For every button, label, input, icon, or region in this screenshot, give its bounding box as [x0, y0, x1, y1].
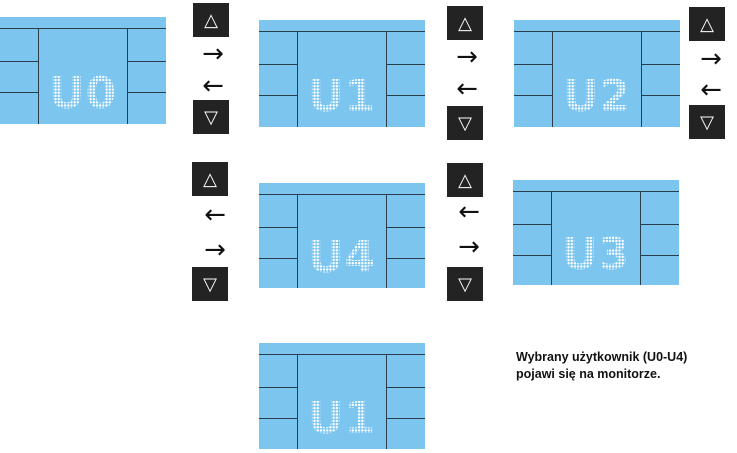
screen-divider — [259, 31, 425, 32]
down-triangle-icon[interactable]: ▽ — [689, 105, 725, 139]
screen-divider — [513, 224, 551, 225]
up-glyph: △ — [458, 12, 472, 34]
user-label: U1 — [297, 397, 387, 441]
screen-divider — [514, 31, 680, 32]
screen-divider — [259, 258, 297, 259]
screen-divider — [128, 92, 166, 93]
screen-u0: U0 — [0, 17, 166, 124]
screen-divider — [386, 355, 387, 449]
screen-divider — [297, 195, 298, 288]
screen-divider — [259, 194, 425, 195]
screen-u1-bottom: U1 — [259, 343, 425, 449]
down-triangle-icon[interactable]: ▽ — [193, 100, 229, 134]
down-triangle-icon[interactable]: ▽ — [447, 267, 483, 301]
down-glyph: ▽ — [203, 273, 217, 295]
screen-u2: U2 — [514, 20, 680, 127]
screen-divider — [513, 191, 679, 192]
screen-divider — [387, 387, 425, 388]
up-glyph: △ — [458, 169, 472, 191]
screen-divider — [38, 29, 39, 124]
screen-divider — [641, 255, 679, 256]
screen-divider — [387, 418, 425, 419]
screen-divider — [513, 255, 551, 256]
screen-divider — [0, 28, 166, 29]
screen-divider — [641, 224, 679, 225]
screen-divider — [0, 61, 38, 62]
screen-divider — [386, 195, 387, 288]
screen-u4: U4 — [259, 183, 425, 288]
screen-u3: U3 — [513, 180, 679, 285]
left-arrow-icon: ← — [202, 71, 224, 101]
caption: Wybrany użytkownik (U0-U4) pojawi się na… — [516, 349, 687, 383]
screen-divider — [259, 387, 297, 388]
down-glyph: ▽ — [204, 106, 218, 128]
screen-divider — [297, 355, 298, 449]
down-triangle-icon[interactable]: ▽ — [447, 106, 483, 140]
up-triangle-icon[interactable]: △ — [192, 162, 228, 196]
up-glyph: △ — [204, 9, 218, 31]
screen-divider — [259, 227, 297, 228]
screen-divider — [259, 95, 297, 96]
right-arrow-icon: → — [700, 44, 722, 74]
up-triangle-icon[interactable]: △ — [689, 7, 725, 41]
screen-divider — [641, 32, 642, 127]
user-label: U0 — [38, 72, 128, 116]
user-label: U4 — [297, 236, 387, 280]
caption-line-1: Wybrany użytkownik (U0-U4) — [516, 350, 688, 364]
left-arrow-icon: ← — [700, 75, 722, 105]
caption-line-2: pojawi się na monitorze. — [516, 367, 661, 381]
screen-divider — [0, 92, 38, 93]
right-arrow-icon: → — [458, 232, 480, 262]
screen-u1: U1 — [259, 20, 425, 127]
screen-divider — [551, 192, 552, 285]
screen-divider — [259, 354, 425, 355]
user-label: U2 — [552, 75, 642, 119]
up-triangle-icon[interactable]: △ — [193, 3, 229, 37]
left-arrow-icon: ← — [204, 200, 226, 230]
screen-divider — [387, 64, 425, 65]
screen-divider — [552, 32, 553, 127]
screen-divider — [387, 95, 425, 96]
screen-divider — [514, 64, 552, 65]
user-label: U1 — [297, 75, 387, 119]
screen-divider — [259, 418, 297, 419]
left-arrow-icon: ← — [458, 197, 480, 227]
down-glyph: ▽ — [458, 273, 472, 295]
down-glyph: ▽ — [458, 112, 472, 134]
screen-divider — [259, 64, 297, 65]
up-glyph: △ — [203, 168, 217, 190]
up-triangle-icon[interactable]: △ — [447, 163, 483, 197]
right-arrow-icon: → — [204, 235, 226, 265]
screen-divider — [642, 95, 680, 96]
right-arrow-icon: → — [456, 42, 478, 72]
left-arrow-icon: ← — [456, 74, 478, 104]
screen-divider — [640, 192, 641, 285]
screen-divider — [386, 32, 387, 127]
screen-divider — [128, 61, 166, 62]
screen-divider — [387, 258, 425, 259]
down-glyph: ▽ — [700, 111, 714, 133]
right-arrow-icon: → — [202, 39, 224, 69]
screen-divider — [387, 227, 425, 228]
screen-divider — [642, 64, 680, 65]
up-triangle-icon[interactable]: △ — [447, 6, 483, 40]
down-triangle-icon[interactable]: ▽ — [192, 267, 228, 301]
screen-divider — [297, 32, 298, 127]
screen-divider — [127, 29, 128, 124]
up-glyph: △ — [700, 13, 714, 35]
screen-divider — [514, 95, 552, 96]
user-label: U3 — [551, 233, 641, 277]
